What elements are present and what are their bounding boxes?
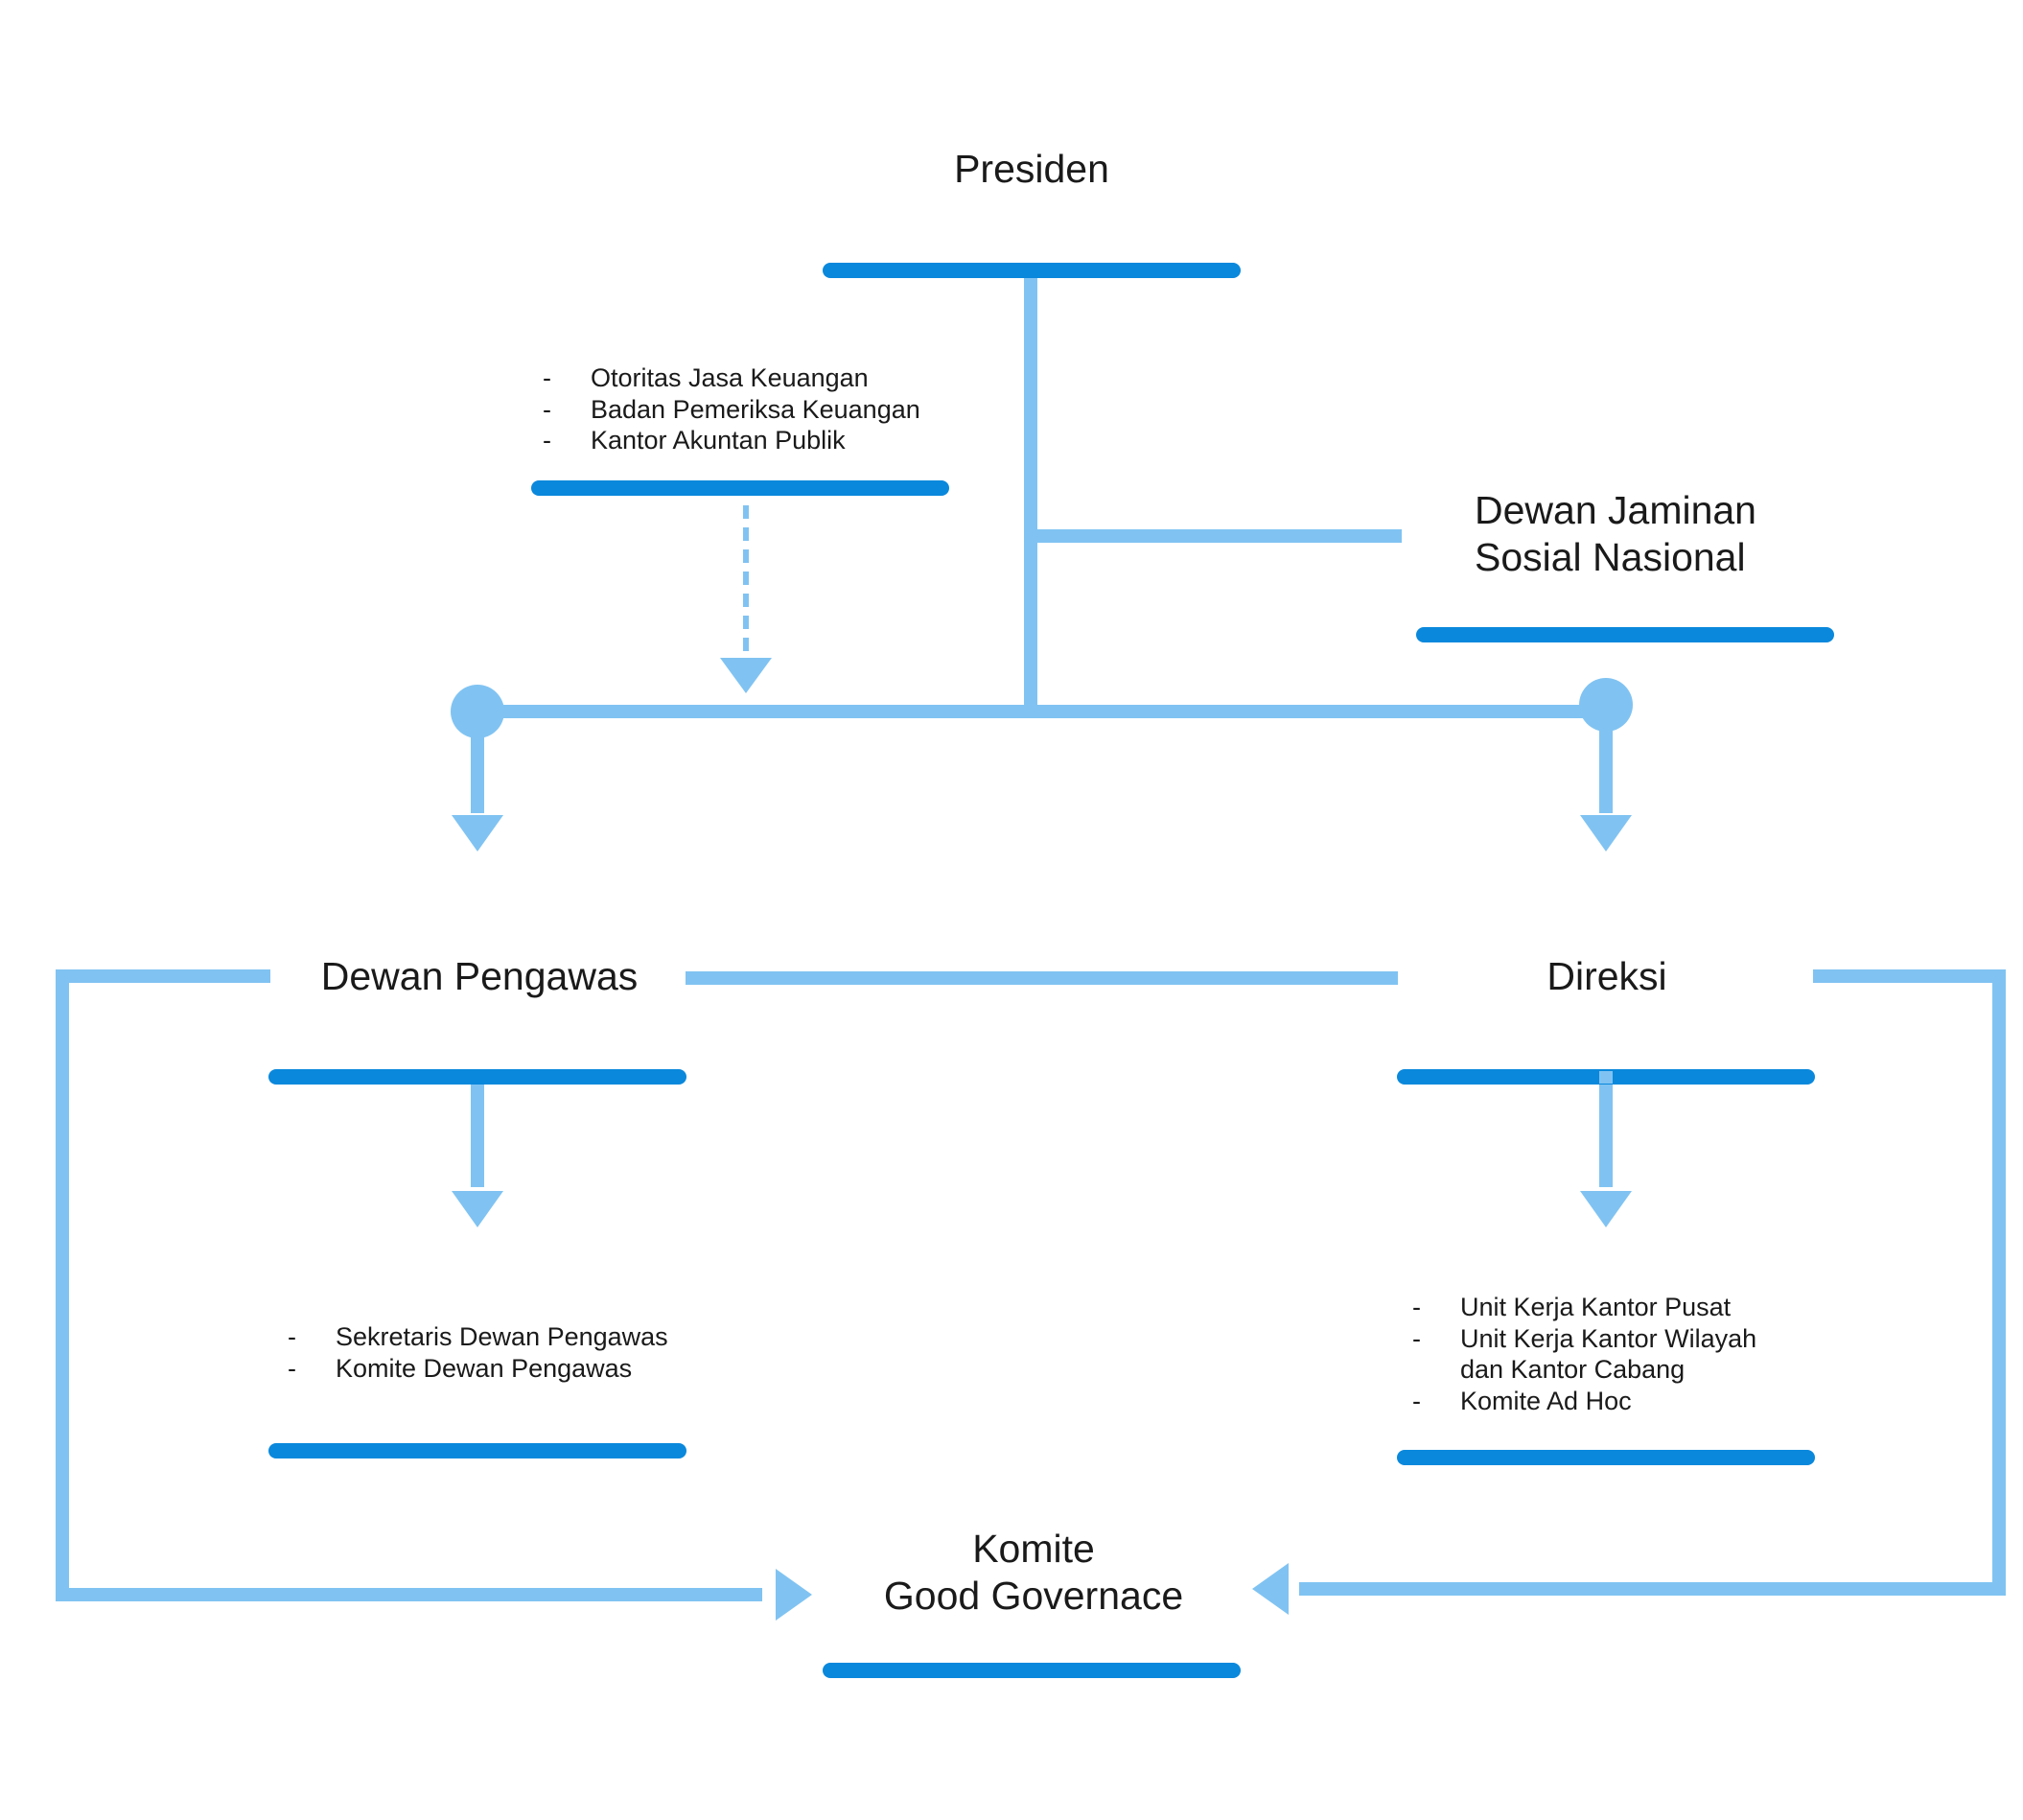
junction-dot-right	[1579, 678, 1633, 732]
komite-gg-title-line-2: Good Governace	[883, 1574, 1184, 1618]
list-item: Sekretaris Dewan Pengawas	[284, 1321, 668, 1353]
komite-gg-title-line-1: Komite	[972, 1527, 1095, 1571]
right-bracket-line	[1299, 969, 2006, 1596]
arrowhead-to-direksi-units	[1580, 1191, 1632, 1227]
node-presiden: Presiden	[954, 146, 1109, 193]
regulators-arrowhead	[720, 658, 772, 693]
node-komite-gg: Komite Good Governace	[884, 1526, 1183, 1620]
list-item: Komite Ad Hoc	[1408, 1386, 1756, 1417]
list-item: Unit Kerja Kantor Wilayah dan Kantor Cab…	[1408, 1323, 1756, 1386]
list-item: Otoritas Jasa Keuangan	[539, 362, 920, 394]
list-item: Badan Pemeriksa Keuangan	[539, 394, 920, 426]
arrowhead-right-to-komite	[1252, 1563, 1289, 1615]
arrowhead-to-dewan-pengawas	[452, 815, 503, 852]
direksi-units-list: Unit Kerja Kantor Pusat Unit Kerja Kanto…	[1408, 1292, 1756, 1416]
direksi-title: Direksi	[1546, 954, 1667, 998]
node-dewan-pengawas: Dewan Pengawas	[321, 953, 638, 1000]
node-djsn: Dewan Jaminan Sosial Nasional	[1475, 487, 1756, 581]
list-item: Kantor Akuntan Publik	[539, 425, 920, 456]
djsn-title-line-2: Sosial Nasional	[1475, 535, 1746, 579]
presiden-title: Presiden	[954, 147, 1109, 191]
junction-dot-left	[451, 685, 504, 738]
dewan-pengawas-units-list: Sekretaris Dewan Pengawas Komite Dewan P…	[284, 1321, 668, 1384]
regulators-list: Otoritas Jasa Keuangan Badan Pemeriksa K…	[539, 362, 920, 456]
list-item: Unit Kerja Kantor Pusat	[1408, 1292, 1756, 1323]
dewan-pengawas-title: Dewan Pengawas	[320, 954, 639, 998]
node-direksi: Direksi	[1546, 953, 1666, 1000]
arrowhead-to-dp-units	[452, 1191, 503, 1227]
list-item: Komite Dewan Pengawas	[284, 1353, 668, 1385]
djsn-title-line-1: Dewan Jaminan	[1475, 488, 1756, 532]
arrowhead-to-direksi	[1580, 815, 1632, 852]
left-bracket-line	[56, 969, 762, 1601]
arrowhead-left-to-komite	[776, 1569, 812, 1621]
